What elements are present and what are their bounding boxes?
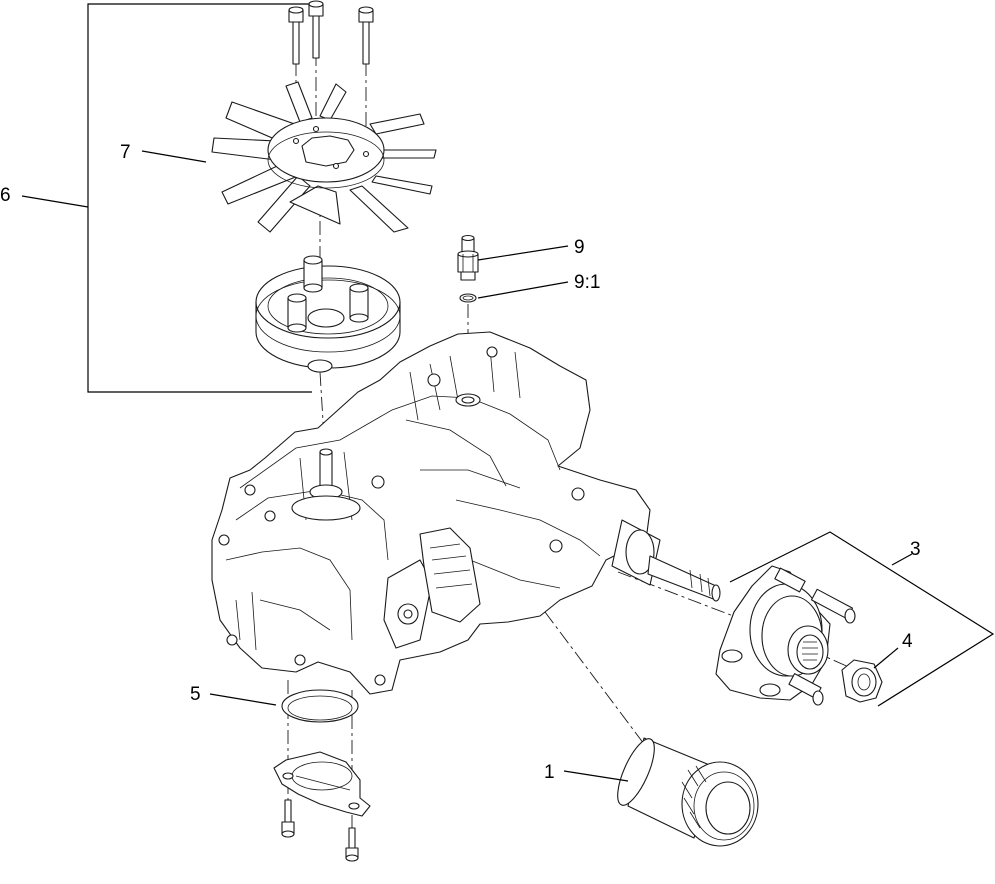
callout-3: 3 — [910, 539, 921, 560]
callout-1: 1 — [544, 762, 555, 783]
oil-filter — [617, 737, 759, 847]
callout-9-1: 9:1 — [574, 272, 600, 293]
transaxle-housing — [211, 331, 721, 695]
callout-4: 4 — [902, 631, 913, 652]
callout-7: 7 — [120, 142, 131, 163]
fan — [211, 81, 437, 233]
filter-guard — [273, 751, 371, 817]
assembly-bracket-6 — [21, 3, 312, 393]
pulley — [255, 255, 401, 373]
callout-leaders — [141, 150, 899, 782]
guard-bolts — [281, 799, 359, 862]
callout-6: 6 — [0, 185, 11, 206]
callout-9: 9 — [574, 237, 585, 258]
filter-ring — [281, 689, 359, 723]
o-ring — [459, 293, 477, 303]
assembly-bracket-3 — [729, 531, 995, 707]
lug-nut — [841, 659, 883, 703]
fitting — [457, 234, 479, 281]
callout-5: 5 — [190, 684, 201, 705]
wheel-hub — [715, 565, 856, 706]
fan-bolts — [288, 0, 374, 65]
